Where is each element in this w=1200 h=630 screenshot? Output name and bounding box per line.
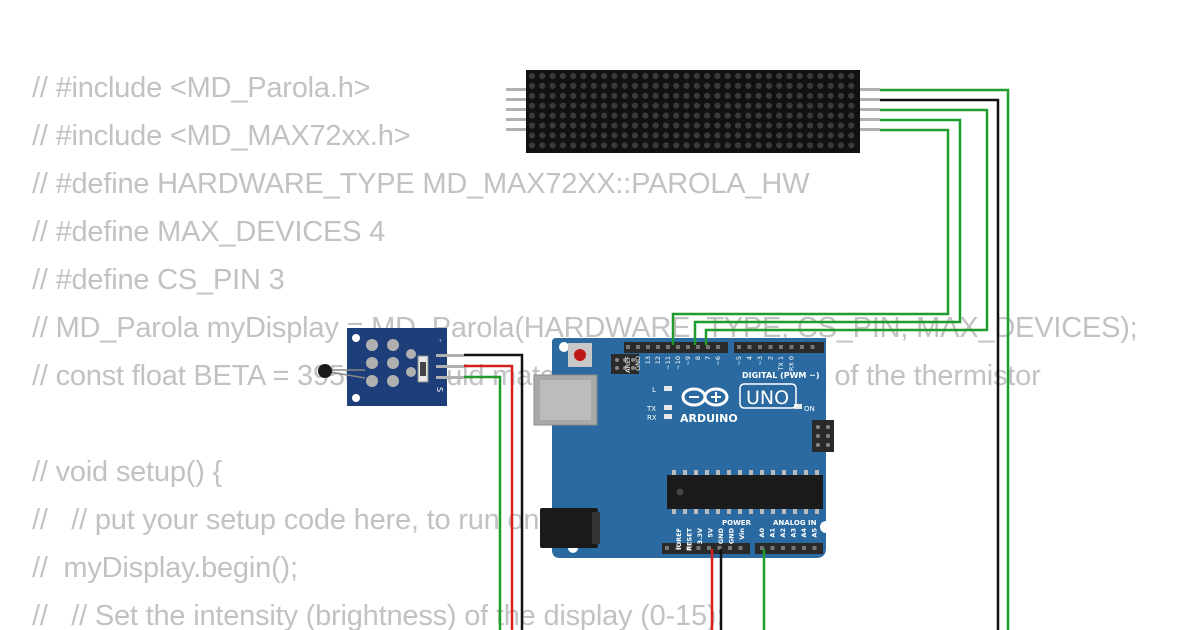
- status-leds: L TX RX ON: [646, 386, 815, 422]
- digital-pin-label: AREF: [624, 356, 632, 373]
- power-header-label: POWER: [722, 519, 752, 527]
- mount-hole: [820, 521, 832, 533]
- digital-pin-label: 12: [654, 356, 662, 364]
- wire-matrix-din[interactable]: [704, 108, 989, 345]
- sensor-pin-s: S: [435, 387, 444, 392]
- sensor-pin-minus: -: [436, 339, 445, 342]
- digital-pin-label: ~3: [756, 356, 764, 366]
- analog-pin-label: A3: [790, 528, 798, 538]
- matrix-right-pins: [858, 88, 880, 131]
- bottom-pin-holes: [665, 546, 817, 550]
- digital-pin-label: GND: [634, 356, 642, 371]
- matrix-left-pins: [506, 88, 528, 131]
- digital-pin-label: 8: [694, 356, 702, 360]
- code-line: // myDisplay.begin();: [32, 552, 298, 584]
- icsp-header-top: [611, 354, 639, 374]
- mount-hole: [559, 342, 569, 352]
- code-line: // void setup() {: [32, 456, 223, 488]
- power-pin-label: GND: [717, 527, 725, 544]
- power-pin-header[interactable]: [662, 543, 750, 554]
- analog-pin-label: A4: [800, 528, 808, 538]
- digital-pin-label: TX 1: [777, 356, 785, 372]
- svg-text:TX: TX: [646, 405, 656, 413]
- digital-pin-label: RX 0: [788, 356, 796, 371]
- code-line: // // Set the intensity (brightness) of …: [32, 600, 725, 630]
- code-editor-text: // #include <MD_Parola.h> // #include <MD…: [32, 64, 1168, 630]
- digital-pin-label: ~10: [674, 356, 682, 370]
- analog-pin-label: A1: [769, 528, 777, 538]
- wire-sensor-vcc[interactable]: [464, 364, 514, 630]
- wire-sensor-signal[interactable]: [464, 375, 502, 630]
- sensor-pins[interactable]: [436, 354, 464, 379]
- code-line: // #define HARDWARE_TYPE MD_MAX72XX::PAR…: [32, 168, 810, 200]
- wire-matrix-cs[interactable]: [693, 118, 962, 345]
- wires: [464, 88, 1010, 630]
- power-pin-label: RESET: [686, 527, 694, 551]
- wire-sensor-gnd[interactable]: [464, 353, 524, 630]
- power-pin-label: IOREF: [675, 528, 683, 550]
- thermistor-icon: [318, 364, 366, 379]
- code-line: // #include <MD_Parola.h>: [32, 72, 371, 104]
- power-jack: [540, 508, 600, 548]
- icsp-header-right: [812, 420, 834, 452]
- digital-pin-header[interactable]: [624, 342, 824, 353]
- board-model: UNO: [746, 387, 789, 409]
- atmega-chip: [667, 475, 823, 509]
- power-pin-label: Vin: [738, 528, 746, 540]
- svg-text:RX: RX: [647, 414, 657, 422]
- reset-button-icon[interactable]: [568, 343, 592, 367]
- code-line: // #define MAX_DEVICES 4: [32, 216, 386, 248]
- analog-pin-label: A5: [811, 528, 819, 538]
- chip-pins: [672, 470, 819, 514]
- led-matrix-module[interactable]: [506, 70, 880, 153]
- digital-pin-label: 4: [746, 356, 754, 360]
- digital-pin-label: 2: [767, 356, 775, 360]
- power-pin-label: 3.3V: [696, 528, 704, 545]
- analog-pin-label: A2: [779, 528, 787, 538]
- power-pin-label: GND: [728, 527, 736, 544]
- digital-header-label: DIGITAL (PWM ~): [742, 371, 820, 380]
- wire-matrix-vcc[interactable]: [880, 88, 1010, 630]
- code-line: // #include <MD_MAX72xx.h>: [32, 120, 411, 152]
- uno-label-box: [739, 383, 797, 409]
- code-line: // // put your setup code here, to run o…: [32, 504, 578, 536]
- sensor-pads: [366, 339, 416, 387]
- matrix-led-grid: [528, 72, 855, 149]
- digital-pin-label: 7: [704, 356, 712, 360]
- svg-text:ON: ON: [804, 405, 815, 413]
- digital-pin-label: ~9: [684, 356, 692, 366]
- wire-matrix-gnd[interactable]: [880, 98, 1000, 630]
- power-pin-label: 5V: [707, 528, 715, 538]
- analog-pin-label: A0: [758, 528, 766, 538]
- board-brand: ARDUINO: [680, 412, 738, 425]
- code-line: // #define CS_PIN 3: [32, 264, 285, 296]
- digital-pin-label: ~11: [664, 356, 672, 370]
- digital-pin-label: 13: [644, 356, 652, 364]
- wire-matrix-clk[interactable]: [671, 128, 950, 345]
- analog-pin-header[interactable]: [755, 543, 823, 554]
- svg-text:L: L: [652, 386, 656, 394]
- digital-pin-label: ~6: [714, 356, 722, 366]
- infinity-logo-icon: [681, 387, 729, 407]
- digital-pin-label: ~5: [735, 356, 743, 366]
- matrix-body: [526, 70, 860, 153]
- analog-header-label: ANALOG IN: [773, 519, 817, 527]
- ntc-sensor-module[interactable]: - S: [318, 328, 464, 406]
